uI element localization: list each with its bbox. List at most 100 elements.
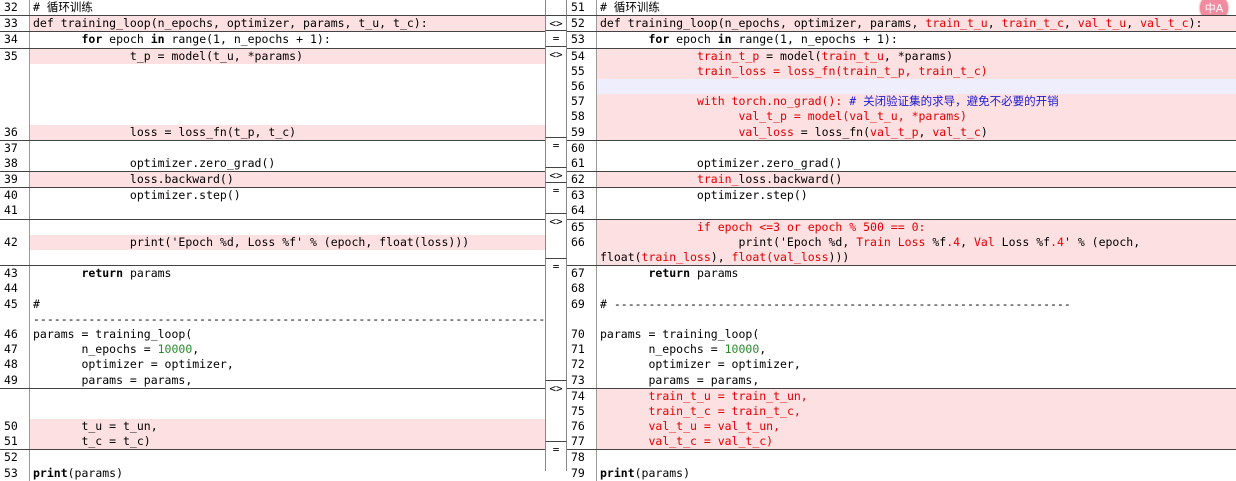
code-token: train_loss = loss_fn(train_t_p, train_t_…: [696, 63, 988, 78]
left-code-line[interactable]: 35 t_p = model(t_u, *params): [0, 48, 545, 64]
right-code-line[interactable]: 57 with torch.no_grad(): # 关闭验证集的求导，避免不必…: [567, 94, 1236, 110]
diff-marker-changed[interactable]: <>: [545, 167, 567, 183]
diff-marker-equal[interactable]: [545, 0, 567, 16]
code-token: [600, 64, 697, 78]
left-code-line[interactable]: 48 optimizer = optimizer,: [0, 357, 545, 373]
left-code-line[interactable]: [0, 78, 545, 95]
diff-marker-changed[interactable]: <>: [545, 212, 567, 259]
diff-marker-equal[interactable]: =: [545, 182, 567, 213]
code-token: ))): [828, 250, 850, 264]
diff-marker-equal[interactable]: =: [545, 258, 567, 380]
left-code-line[interactable]: ----------------------------------------…: [0, 311, 545, 327]
line-number: [567, 250, 597, 266]
line-number: 35: [0, 48, 30, 64]
left-code-line[interactable]: 37: [0, 140, 545, 156]
left-code-line[interactable]: 50 t_u = t_un,: [0, 419, 545, 435]
right-code-line[interactable]: float(train_loss), float(val_loss))): [567, 250, 1236, 266]
left-code-line[interactable]: 52: [0, 450, 545, 466]
left-code-line[interactable]: [0, 63, 545, 79]
right-code-line[interactable]: 59 val_loss = loss_fn(val_t_p, val_t_c): [567, 124, 1236, 140]
right-code-line[interactable]: 78: [567, 450, 1236, 466]
right-code-line[interactable]: 74 train_t_u = train_t_un,: [567, 388, 1236, 404]
line-number: 48: [0, 357, 30, 373]
left-code-line[interactable]: [0, 250, 545, 266]
code-text: [597, 281, 1236, 296]
right-code-line[interactable]: 77 val_t_c = val_t_c): [567, 434, 1236, 450]
line-number: 58: [567, 109, 597, 125]
code-text: val_t_p = model(val_t_u, *params): [597, 109, 1236, 125]
right-code-line[interactable]: 53 for epoch in range(1, n_epochs + 1):: [567, 32, 1236, 48]
left-code-line[interactable]: [0, 219, 545, 235]
right-code-line[interactable]: 66 print('Epoch %d, Train Loss %f.4, Val…: [567, 234, 1236, 250]
left-code-line[interactable]: 32# 循环训练: [0, 0, 545, 16]
right-code-line[interactable]: 64: [567, 203, 1236, 219]
right-code-line[interactable]: 63 optimizer.step(): [567, 188, 1236, 204]
right-code-line[interactable]: 54 train_t_p = model(train_t_u, *params): [567, 48, 1236, 64]
code-token: print: [33, 465, 68, 480]
left-code-line[interactable]: 42 print('Epoch %d, Loss %f' % (epoch, f…: [0, 234, 545, 250]
left-code-line[interactable]: 44: [0, 281, 545, 297]
left-code-line[interactable]: 40 optimizer.step(): [0, 188, 545, 204]
left-code-line[interactable]: 39 loss.backward(): [0, 172, 545, 188]
right-code-line[interactable]: 73 params = params,: [567, 372, 1236, 388]
right-code-line[interactable]: 67 return params: [567, 266, 1236, 282]
code-token: 10000: [157, 342, 193, 357]
right-code-line[interactable]: 51# 循环训练: [567, 0, 1236, 16]
left-code-line[interactable]: [0, 403, 545, 420]
left-code-line[interactable]: [0, 109, 545, 125]
right-code-line[interactable]: [567, 311, 1236, 327]
left-code-line[interactable]: 36 loss = loss_fn(t_p, t_c): [0, 124, 545, 140]
code-text: # 循环训练: [597, 0, 1236, 15]
left-code-line[interactable]: [0, 388, 545, 404]
code-text: return params: [30, 266, 545, 281]
line-number: 39: [0, 172, 30, 188]
right-code-line[interactable]: 65 if epoch <=3 or epoch % 500 == 0:: [567, 219, 1236, 235]
right-code-line[interactable]: 60: [567, 140, 1236, 156]
left-code-line[interactable]: 47 n_epochs = 10000,: [0, 342, 545, 358]
diff-marker-changed[interactable]: <>: [545, 45, 567, 137]
left-code-line[interactable]: 45#: [0, 296, 545, 312]
code-token: train_t_u: [821, 48, 884, 63]
code-token: loss = loss_fn(t_p, t_c): [33, 124, 297, 139]
left-code-line[interactable]: [0, 94, 545, 110]
right-code-line[interactable]: 75 train_t_c = train_t_c,: [567, 403, 1236, 420]
code-token: params: [690, 266, 739, 281]
right-code-line[interactable]: 62 train_loss.backward(): [567, 172, 1236, 188]
diff-marker-changed[interactable]: <>: [545, 15, 567, 31]
diff-marker-changed[interactable]: <>: [545, 379, 567, 441]
right-code-line[interactable]: 56: [567, 78, 1236, 95]
right-code-line[interactable]: 76 val_t_u = val_t_un,: [567, 419, 1236, 435]
right-code-line[interactable]: 58 val_t_p = model(val_t_u, *params): [567, 109, 1236, 125]
diff-marker-equal[interactable]: =: [545, 136, 567, 168]
right-code-line[interactable]: 55 train_loss = loss_fn(train_t_p, train…: [567, 63, 1236, 79]
line-number: 47: [0, 342, 30, 358]
right-code-line[interactable]: 72 optimizer = optimizer,: [567, 357, 1236, 373]
left-code-line[interactable]: 41: [0, 203, 545, 219]
left-code-line[interactable]: 38 optimizer.zero_grad(): [0, 155, 545, 172]
diff-marker-equal[interactable]: =: [545, 30, 567, 46]
code-text: print('Epoch %d, Loss %f' % (epoch, floa…: [30, 234, 545, 250]
left-code-line[interactable]: 49 params = params,: [0, 372, 545, 388]
code-text: params = training_loop(: [597, 327, 1236, 342]
right-code-line[interactable]: 61 optimizer.zero_grad(): [567, 155, 1236, 172]
right-code-line[interactable]: 71 n_epochs = 10000,: [567, 342, 1236, 358]
right-code-line[interactable]: 68: [567, 281, 1236, 297]
diff-marker-equal[interactable]: =: [545, 440, 567, 472]
left-diff-block: 34 for epoch in range(1, n_epochs + 1):: [0, 31, 545, 48]
right-code-line[interactable]: 69# ------------------------------------…: [567, 296, 1236, 312]
code-text: [30, 403, 545, 420]
code-token: val_t_c: [932, 124, 981, 139]
code-text: optimizer = optimizer,: [30, 357, 545, 372]
left-code-line[interactable]: 51 t_c = t_c): [0, 434, 545, 450]
left-code-line[interactable]: 43 return params: [0, 266, 545, 282]
left-code-line[interactable]: 34 for epoch in range(1, n_epochs + 1):: [0, 32, 545, 48]
